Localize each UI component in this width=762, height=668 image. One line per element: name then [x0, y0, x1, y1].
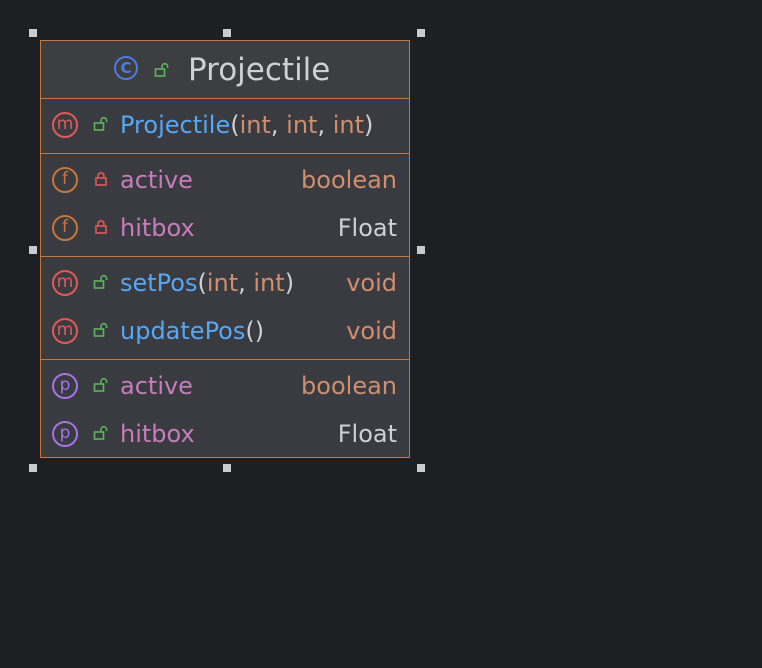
- method-row-updatepos[interactable]: m updatePos() void: [41, 308, 409, 356]
- resize-handle-bottom-right[interactable]: [417, 464, 425, 472]
- resize-handle-top[interactable]: [223, 29, 231, 37]
- method-icon: m: [52, 112, 78, 138]
- resize-handle-top-right[interactable]: [417, 29, 425, 37]
- constructor-signature: Projectile(int, int, int): [120, 108, 373, 142]
- return-type: void: [346, 269, 397, 297]
- class-header[interactable]: C Projectile: [41, 41, 409, 99]
- paren-open: (: [197, 269, 207, 297]
- private-visibility-icon: [93, 171, 109, 187]
- field-row-hitbox[interactable]: f hitbox Float: [41, 205, 409, 253]
- paren-close: ): [284, 269, 295, 297]
- resize-handle-left[interactable]: [29, 246, 37, 254]
- method-name: updatePos: [120, 317, 246, 345]
- public-visibility-icon: [93, 274, 109, 290]
- class-icon: C: [114, 56, 138, 80]
- method-icon: m: [52, 318, 78, 344]
- method-name: setPos: [120, 269, 198, 297]
- public-visibility-icon: [93, 322, 109, 338]
- param-type: int: [332, 111, 365, 139]
- property-name: hitbox: [120, 420, 195, 448]
- constructors-section: m Projectile(int, int, int): [41, 99, 409, 154]
- constructor-row[interactable]: m Projectile(int, int, int): [41, 102, 409, 150]
- private-visibility-icon: [93, 219, 109, 235]
- field-icon: f: [52, 167, 78, 193]
- methods-section: m setPos(int, int) void m: [41, 257, 409, 360]
- property-name: active: [120, 372, 193, 400]
- constructor-name: Projectile: [120, 111, 231, 139]
- field-type: Float: [337, 214, 397, 242]
- class-title: Projectile: [188, 52, 331, 88]
- method-signature: updatePos(): [120, 314, 264, 348]
- property-type: boolean: [301, 372, 397, 400]
- param-separator: ,: [317, 111, 333, 139]
- public-visibility-icon: [93, 425, 109, 441]
- param-type: int: [206, 269, 239, 297]
- field-name: active: [120, 166, 193, 194]
- field-type: boolean: [301, 166, 397, 194]
- public-visibility-icon: [93, 116, 109, 132]
- param-separator: ,: [238, 269, 254, 297]
- param-type: int: [286, 111, 318, 139]
- property-type: Float: [337, 420, 397, 448]
- paren-close: ): [364, 111, 374, 139]
- properties-section: p active boolean p hit: [41, 360, 409, 462]
- property-icon: p: [52, 373, 78, 399]
- resize-handle-bottom-left[interactable]: [29, 464, 37, 472]
- method-signature: setPos(int, int): [120, 266, 294, 300]
- paren-close: ): [254, 317, 265, 345]
- property-row-active[interactable]: p active boolean: [41, 363, 409, 411]
- class-node[interactable]: C Projectile m Projectil: [40, 40, 410, 458]
- return-type: void: [346, 317, 397, 345]
- fields-section: f active boolean f hit: [41, 154, 409, 257]
- paren-open: (: [245, 317, 255, 345]
- field-name: hitbox: [120, 214, 195, 242]
- param-separator: ,: [270, 111, 287, 139]
- paren-open: (: [230, 111, 240, 139]
- property-icon: p: [52, 421, 78, 447]
- method-row-setpos[interactable]: m setPos(int, int) void: [41, 260, 409, 308]
- param-type: int: [253, 269, 285, 297]
- param-type: int: [239, 111, 271, 139]
- public-visibility-icon: [154, 62, 170, 78]
- public-visibility-icon: [93, 377, 109, 393]
- field-row-active[interactable]: f active boolean: [41, 157, 409, 205]
- resize-handle-top-left[interactable]: [29, 29, 37, 37]
- method-icon: m: [52, 270, 78, 296]
- property-row-hitbox[interactable]: p hitbox Float: [41, 411, 409, 459]
- resize-handle-bottom[interactable]: [223, 464, 231, 472]
- resize-handle-right[interactable]: [417, 246, 425, 254]
- field-icon: f: [52, 215, 78, 241]
